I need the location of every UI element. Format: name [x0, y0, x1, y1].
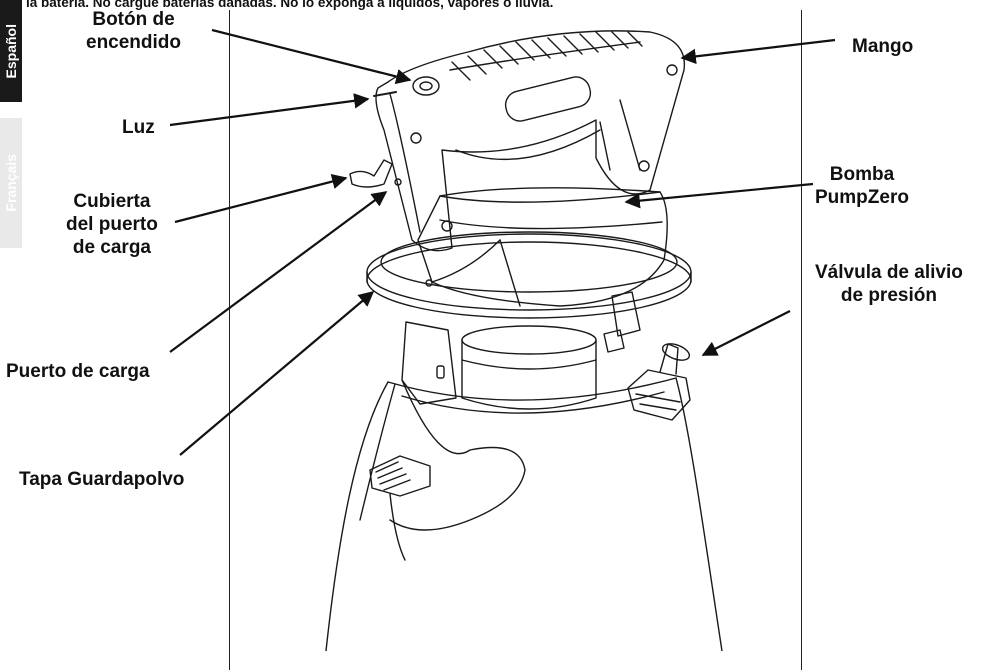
label-pump-line1: Bomba	[829, 164, 895, 185]
arrow-charge-port-cover	[174, 173, 348, 224]
label-charge-port: Puerto de carga	[6, 361, 150, 382]
battery-warning-text: la batería. No cargue baterías dañadas. …	[26, 0, 554, 10]
illustration-frame	[229, 10, 802, 670]
flange-clip	[611, 291, 641, 337]
label-light: Luz	[122, 117, 155, 138]
label-power-button: Botón de encendido	[86, 8, 181, 54]
label-power-button-line2: encendido	[86, 32, 182, 53]
pump-sprayer-illustration	[169, 28, 836, 651]
pump-body	[417, 187, 668, 307]
label-charge-port-cover-line1: Cubierta	[73, 191, 151, 212]
label-relief-valve: Válvula de alivio de presión	[815, 261, 963, 307]
hose-connector	[369, 455, 431, 561]
tank-neck	[461, 339, 597, 410]
mount-bracket	[401, 321, 457, 405]
pump-handle	[373, 30, 686, 252]
label-charge-port-cover: Cubierta del puerto de carga	[66, 190, 158, 259]
label-power-button-line1: Botón de	[92, 9, 175, 30]
label-pump: Bomba PumpZero	[815, 163, 909, 209]
label-pump-line2: PumpZero	[815, 187, 909, 208]
tab-espanol[interactable]: Español	[0, 0, 22, 102]
label-relief-valve-line1: Válvula de alivio	[815, 262, 963, 283]
power-button-illustration	[412, 76, 440, 96]
arrow-charge-port	[169, 191, 388, 353]
tab-francais[interactable]: Français	[0, 118, 22, 248]
arrow-light	[169, 93, 370, 127]
arrow-dust-cap	[179, 291, 375, 456]
arrow-handle	[680, 38, 836, 65]
dust-cap-ring	[366, 233, 692, 311]
arrow-pump	[624, 182, 814, 209]
label-charge-port-cover-line3: de carga	[72, 237, 151, 258]
relief-valve	[627, 343, 691, 421]
tank-body	[325, 381, 389, 651]
label-handle: Mango	[852, 36, 914, 57]
label-relief-valve-line2: de presión	[840, 285, 937, 306]
charge-port-cover	[349, 159, 393, 188]
label-charge-port-cover-line2: del puerto	[66, 214, 158, 235]
arrow-relief-valve	[701, 310, 791, 356]
label-dust-cap: Tapa Guardapolvo	[19, 469, 185, 490]
arrow-power-button	[211, 28, 412, 85]
